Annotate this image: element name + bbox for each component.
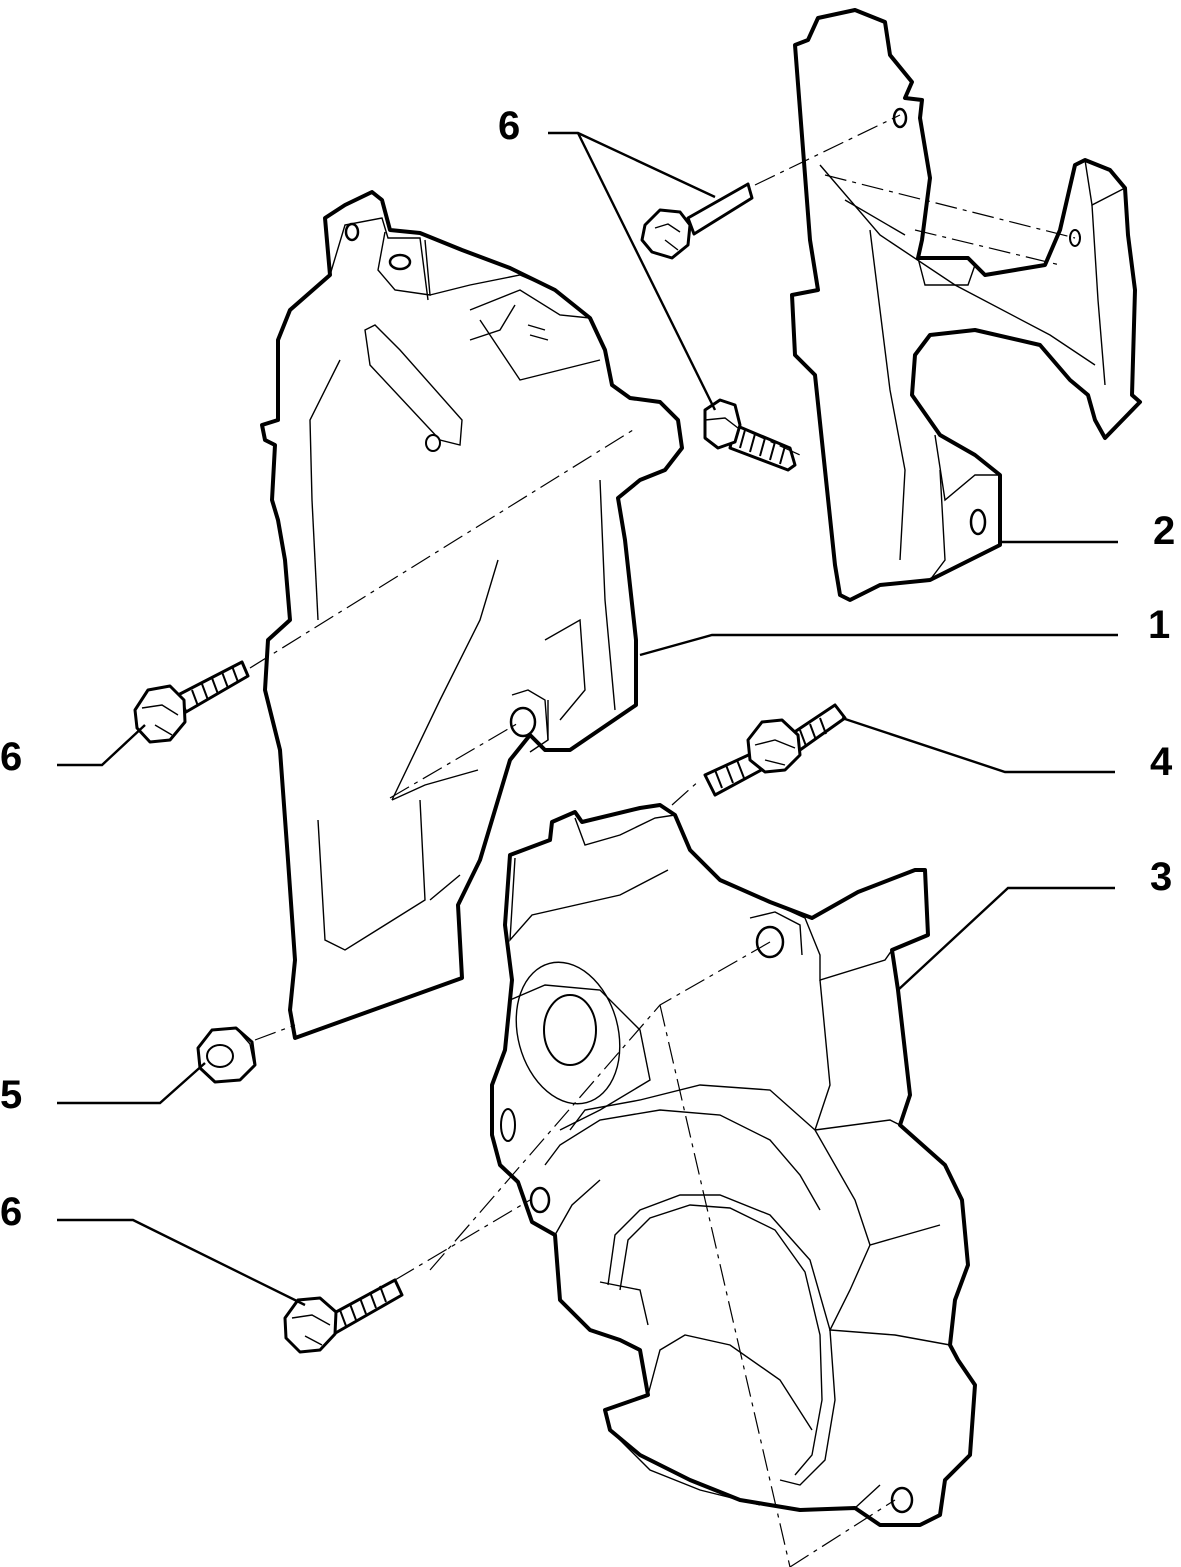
callout-5: 5 — [0, 1073, 22, 1117]
callout-1: 1 — [1148, 603, 1170, 647]
assembly-centerlines — [249, 114, 1076, 1567]
part-2-upper-rear-cover — [790, 8, 1142, 602]
leader-5 — [57, 1062, 206, 1105]
bolt-left — [133, 660, 250, 744]
leader-6-bottom — [57, 1218, 306, 1307]
stud-item-4 — [703, 703, 847, 797]
leader-6-top — [548, 131, 716, 199]
bolt-bottom — [283, 1278, 404, 1354]
bolt-top-right — [640, 182, 754, 260]
callout-labels: 6 2 1 6 4 3 5 6 — [0, 104, 1175, 1234]
leader-1 — [639, 633, 1118, 657]
callout-6-left: 6 — [0, 735, 22, 779]
leader-6-left — [57, 724, 146, 767]
leader-3 — [897, 886, 1115, 991]
callout-6-bottom: 6 — [0, 1190, 22, 1234]
callout-6-top: 6 — [498, 104, 520, 148]
nut-item-5 — [196, 1026, 257, 1084]
callout-3: 3 — [1150, 855, 1172, 899]
part-3-lower-cover — [490, 803, 977, 1527]
part-1-inner-cover — [260, 190, 684, 1040]
leader-6-top-b — [576, 132, 717, 411]
callout-2: 2 — [1153, 509, 1175, 553]
leader-lines — [57, 131, 1118, 1307]
callout-4: 4 — [1150, 740, 1173, 784]
bolt-middle — [703, 398, 797, 472]
leader-4 — [841, 716, 1115, 774]
